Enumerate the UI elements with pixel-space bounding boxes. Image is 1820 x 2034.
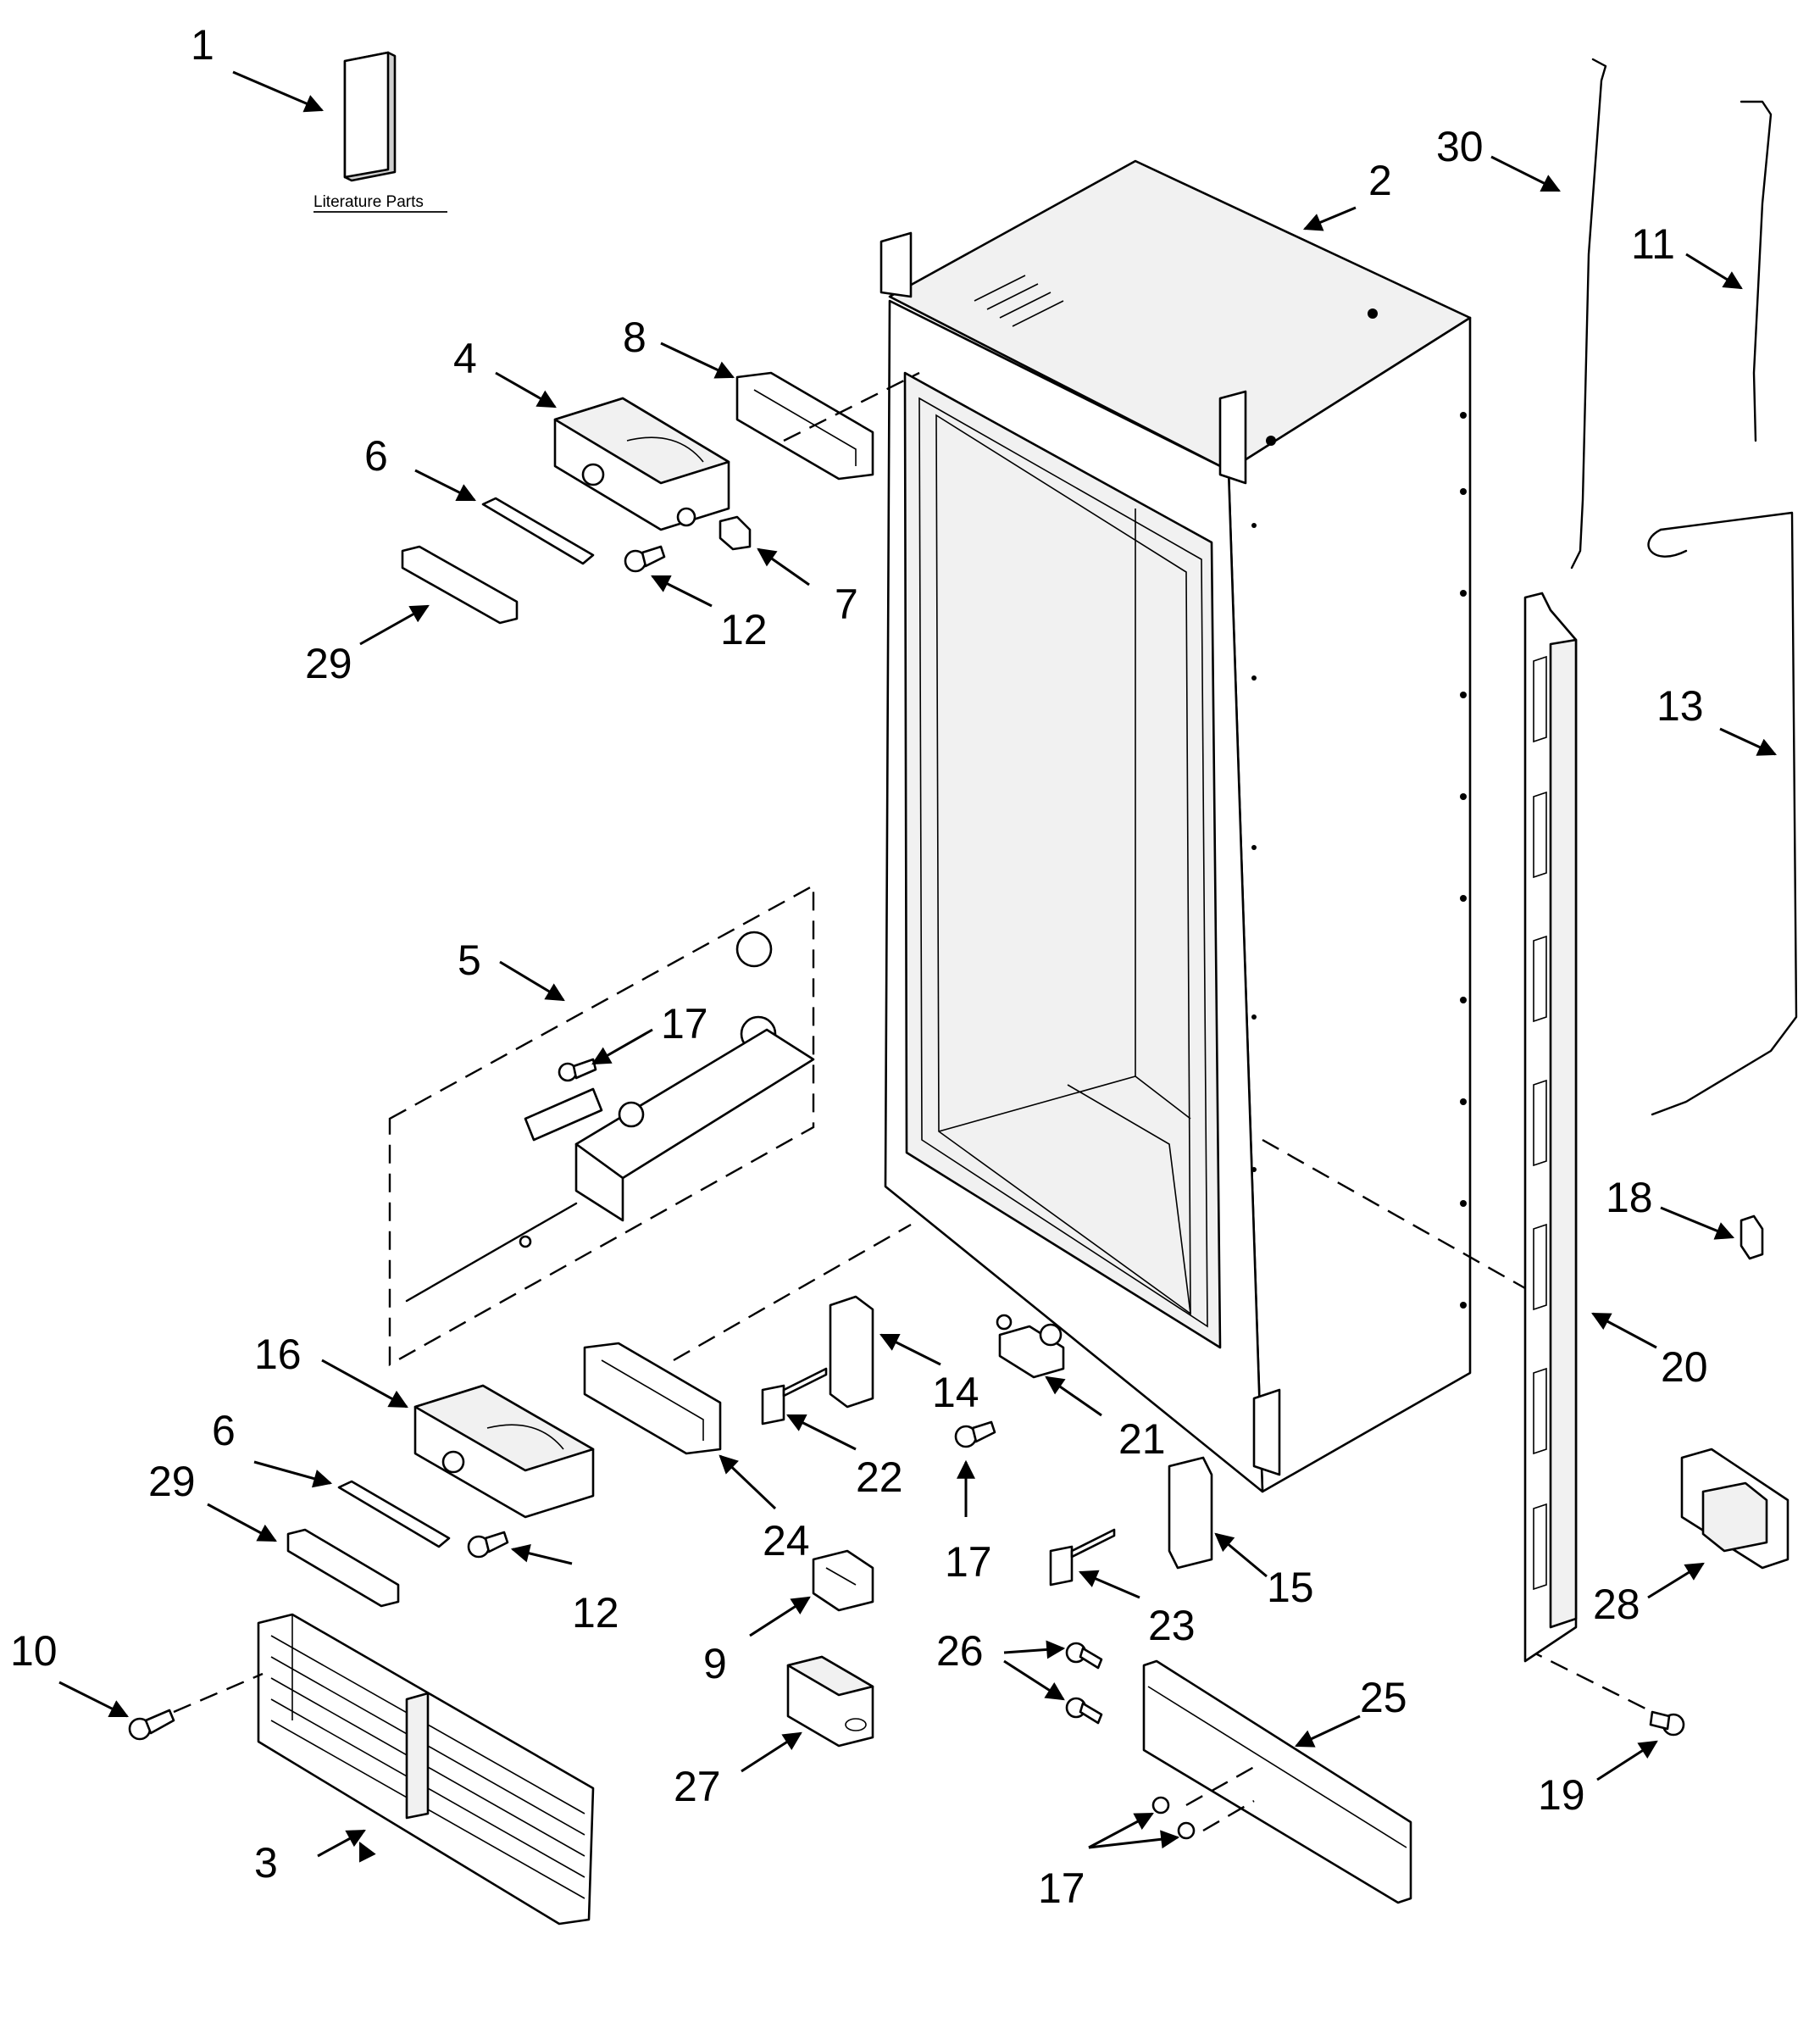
screw-17-middle <box>954 1420 996 1448</box>
part-18-clip <box>1740 1214 1764 1260</box>
callout-13: 13 <box>1656 682 1704 730</box>
part-19-screw <box>1524 1647 1685 1737</box>
callout-3: 3 <box>254 1839 278 1887</box>
callout-17-lower: 17 <box>1038 1864 1085 1912</box>
callout-28: 28 <box>1593 1581 1640 1628</box>
callout-17-kit: 17 <box>661 1000 708 1048</box>
part-13-wire <box>1647 511 1798 1116</box>
callout-26: 26 <box>936 1627 984 1675</box>
part-9-switch <box>812 1549 874 1612</box>
literature-parts: Literature Parts <box>314 51 447 213</box>
callout-6-upper: 6 <box>364 432 388 480</box>
callout-7: 7 <box>835 581 858 628</box>
part-14-bracket <box>829 1295 874 1409</box>
hinge-kit <box>388 883 815 1367</box>
part-23-bar <box>1049 1528 1116 1587</box>
callout-8: 8 <box>623 314 646 361</box>
screw-12-lower <box>467 1531 509 1559</box>
callout-14: 14 <box>932 1369 979 1416</box>
callout-30: 30 <box>1436 123 1484 170</box>
callout-23: 23 <box>1148 1602 1196 1649</box>
callout-11: 11 <box>1631 220 1675 268</box>
callout-arrows <box>58 70 1777 1863</box>
part-7-clip <box>719 515 752 551</box>
callout-12-lower: 12 <box>572 1589 619 1637</box>
literature-parts-label: Literature Parts <box>314 193 424 211</box>
lower-hinge <box>413 1384 595 1519</box>
part-27-relay <box>786 1655 874 1748</box>
callout-6-lower: 6 <box>212 1407 236 1454</box>
callout-labels: 1 2 3 4 5 6 6 7 8 9 10 11 12 12 13 14 15… <box>10 21 1708 1912</box>
part-15-bracket <box>1168 1456 1213 1570</box>
callout-21: 21 <box>1118 1415 1166 1463</box>
callout-2: 2 <box>1368 157 1392 204</box>
callout-5: 5 <box>458 936 481 984</box>
handle-29-lower <box>286 1528 400 1608</box>
cabinet <box>879 159 1472 1493</box>
callout-4: 4 <box>453 335 477 382</box>
callout-29-upper: 29 <box>305 640 352 687</box>
cabinet-rivets <box>1251 412 1467 1309</box>
part-10-screw <box>128 1672 264 1741</box>
side-rail <box>1262 592 1578 1663</box>
grille <box>257 1613 595 1926</box>
part-28-bracket <box>1680 1448 1789 1570</box>
lower-channel <box>583 1223 912 1455</box>
callout-12-upper: 12 <box>720 606 768 653</box>
callout-10: 10 <box>10 1627 58 1675</box>
callout-16: 16 <box>254 1331 302 1378</box>
screw-17-lower <box>1151 1796 1196 1840</box>
callout-24: 24 <box>763 1517 810 1564</box>
callout-27: 27 <box>674 1763 721 1810</box>
screw-12-upper <box>624 545 666 573</box>
callout-17-middle: 17 <box>945 1538 992 1586</box>
part-25-panel <box>1142 1659 1412 1904</box>
callout-9: 9 <box>703 1640 727 1687</box>
handle-29-upper <box>401 545 519 625</box>
screw-17-kit <box>558 1058 597 1082</box>
callout-20: 20 <box>1661 1343 1708 1391</box>
part-21-sensor <box>996 1314 1065 1379</box>
part-22-bar <box>761 1367 828 1425</box>
part-26-screws <box>1065 1642 1103 1725</box>
callout-1: 1 <box>191 21 214 69</box>
upper-hinge <box>553 397 730 531</box>
callout-19: 19 <box>1538 1771 1585 1819</box>
part-11-wire <box>1740 100 1773 442</box>
callout-22: 22 <box>856 1453 903 1501</box>
upper-channel <box>735 371 920 481</box>
hinge-plate-upper <box>481 497 595 565</box>
callout-29-lower: 29 <box>148 1458 196 1505</box>
callout-25: 25 <box>1360 1674 1407 1721</box>
callout-18: 18 <box>1606 1174 1653 1221</box>
hinge-plate-lower <box>337 1480 451 1548</box>
callout-15: 15 <box>1267 1564 1314 1611</box>
part-30-wire <box>1570 58 1607 570</box>
